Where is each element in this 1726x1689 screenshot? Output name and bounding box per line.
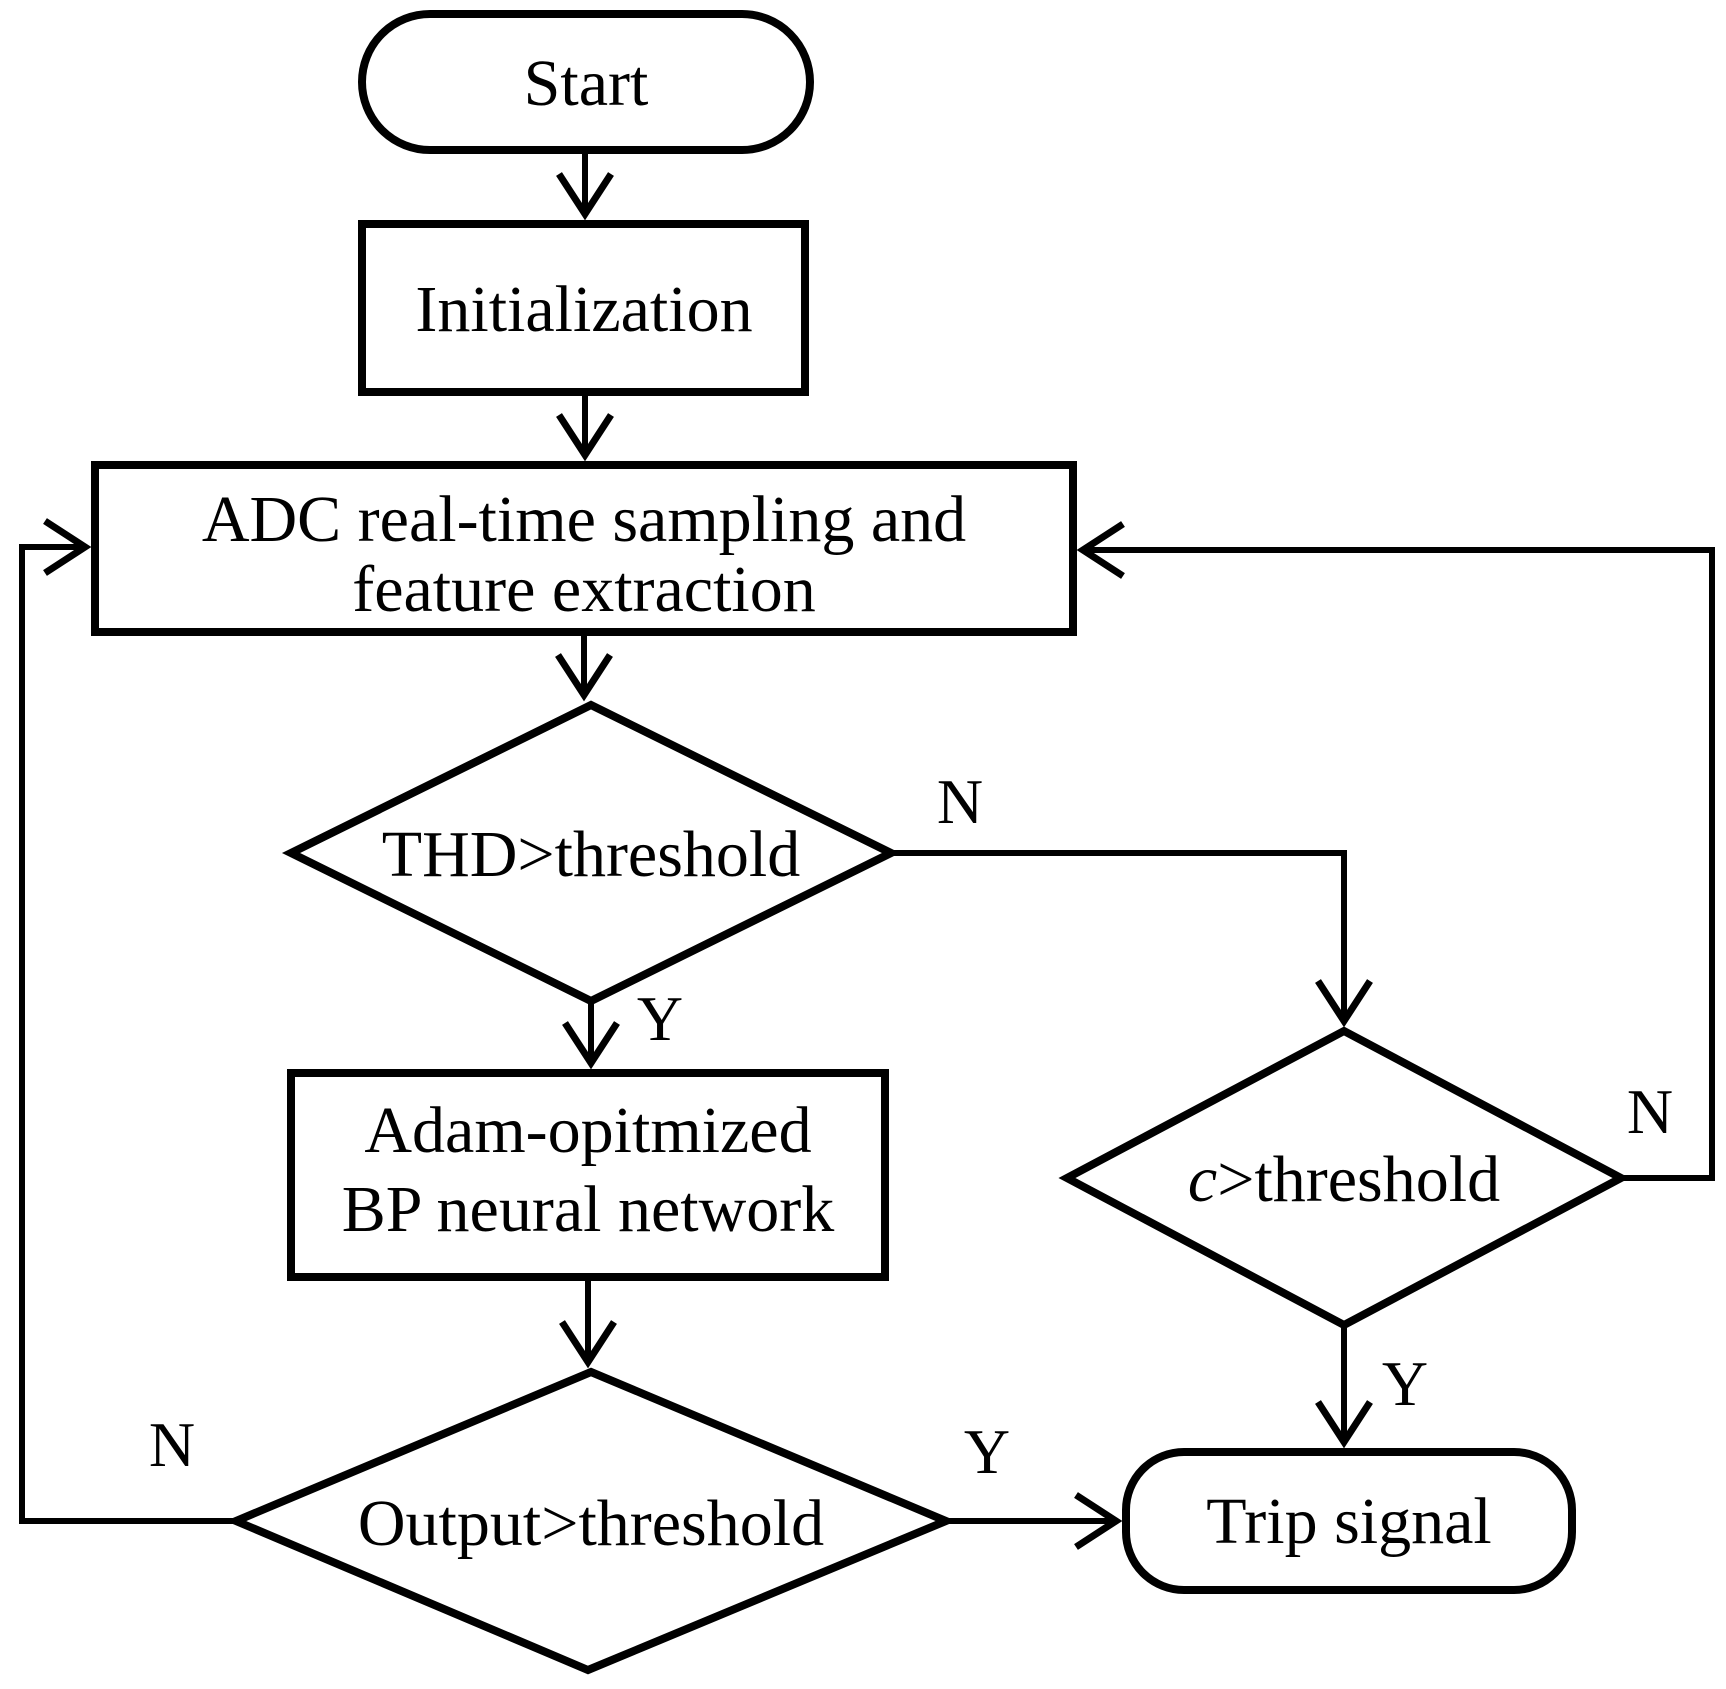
adam-bp-label-line1: Adam-opitmized [364, 1094, 811, 1167]
start-node [358, 10, 814, 154]
c-variable: c [1188, 1143, 1217, 1216]
edge-label-c-yes: Y [1382, 1348, 1428, 1419]
edge-label-thd-no: N [937, 766, 983, 837]
edge-label-output-yes: Y [964, 1416, 1010, 1487]
nodes: Start Initialization ADC real-time sampl… [91, 10, 1630, 1675]
adam-bp-label-line2: BP neural network [342, 1173, 834, 1246]
arrow-output-no-loop-to-adc [19, 518, 236, 1524]
thd-decision-node [281, 700, 901, 1006]
edge-label-output-no: N [149, 1409, 195, 1480]
c-threshold-decision-label: c>threshold [1188, 1143, 1500, 1216]
trip-signal-node [1122, 1448, 1576, 1594]
output-threshold-decision-node [225, 1367, 957, 1675]
c-threshold-decision-node [1058, 1026, 1630, 1330]
trip-signal-label: Trip signal [1206, 1485, 1491, 1558]
connectors [19, 150, 1715, 1550]
adam-bp-node [287, 1069, 889, 1281]
arrow-c-no-loop-to-adc [1076, 521, 1715, 1181]
edge-labels: N Y N Y N Y [149, 766, 1673, 1487]
arrow-thd-no-to-c-check [891, 850, 1373, 1028]
initialization-node [358, 220, 809, 396]
adc-sampling-node [91, 461, 1077, 636]
edge-label-thd-yes: Y [637, 983, 683, 1054]
initialization-label: Initialization [415, 273, 752, 346]
thd-decision-label: THD>threshold [382, 818, 801, 891]
edge-label-c-no: N [1627, 1076, 1673, 1147]
start-label: Start [524, 47, 649, 120]
c-threshold-rest: >threshold [1217, 1143, 1500, 1216]
adc-sampling-label-line2: feature extraction [352, 553, 816, 626]
output-threshold-decision-label: Output>threshold [358, 1487, 824, 1560]
adc-sampling-label-line1: ADC real-time sampling and [202, 483, 966, 556]
